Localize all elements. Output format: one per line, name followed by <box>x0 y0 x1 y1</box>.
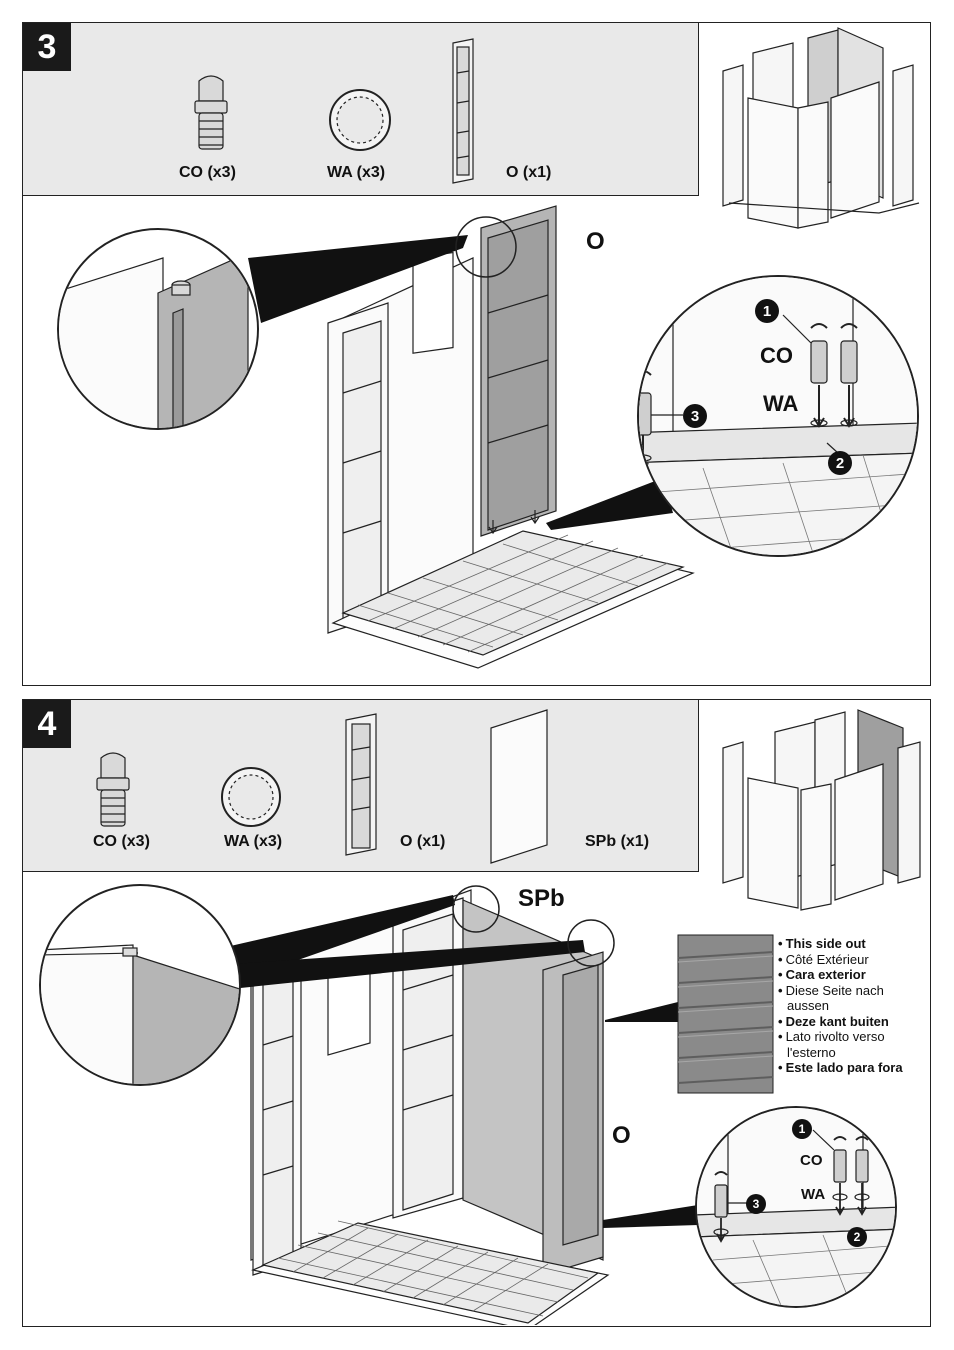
detail-label-co: CO <box>800 1152 823 1169</box>
part-label-o: O (x1) <box>506 164 552 181</box>
orientation-notes: •This side out •Côté Extérieur •Cara ext… <box>778 936 928 1076</box>
detail-label-wa: WA <box>801 1186 826 1203</box>
detail-step-badge-3: 3 <box>683 404 707 428</box>
exterior-texture-swatch <box>605 934 774 1094</box>
detail-label-co: CO <box>760 343 793 368</box>
part-label-o: O (x1) <box>400 833 446 850</box>
note-item: •Lato rivolto verso l'esterno <box>778 1029 885 1060</box>
note-item: •Diese Seite nach aussen <box>778 982 884 1014</box>
shed-assembly <box>327 205 695 669</box>
callout-o: O <box>586 228 605 255</box>
part-label-co: CO (x3) <box>93 833 150 850</box>
overview-thumbnail <box>722 709 921 911</box>
detail-step-badge-1: 1 <box>792 1119 812 1139</box>
detail-step-badge-2: 2 <box>828 451 852 475</box>
note-item: •Cara exterior <box>778 967 866 982</box>
detail-step-badge-1: 1 <box>755 299 779 323</box>
part-label-wa: WA (x3) <box>224 833 283 850</box>
note-item: •This side out <box>778 936 866 951</box>
co-connector-icon <box>96 752 130 827</box>
step-4-panel: 4 <box>22 699 931 1327</box>
detail-label-wa: WA <box>763 391 799 416</box>
shed-assembly <box>250 889 610 1325</box>
step-4-illustration <box>39 709 921 1325</box>
connector-zoom-detail <box>546 275 919 557</box>
step-3-illustration <box>57 27 920 669</box>
o-panel-icon <box>452 38 474 184</box>
part-label-spb: SPb (x1) <box>585 833 650 850</box>
step-3-panel: 3 <box>22 22 931 686</box>
part-label-wa: WA (x3) <box>327 164 386 181</box>
spb-panel-icon <box>490 709 548 864</box>
detail-step-badge-2: 2 <box>847 1227 867 1247</box>
co-connector-icon <box>194 75 228 150</box>
callout-o: O <box>612 1122 631 1149</box>
step-number-badge: 4 <box>23 700 71 748</box>
corner-zoom-detail <box>39 884 615 1086</box>
note-item: •Deze kant buiten <box>778 1013 889 1029</box>
overview-thumbnail <box>722 27 920 229</box>
part-label-co: CO (x3) <box>179 164 236 181</box>
wa-washer-icon <box>329 89 391 151</box>
detail-step-badge-3: 3 <box>746 1194 766 1214</box>
step-number-badge: 3 <box>23 23 71 71</box>
o-panel-icon <box>345 713 377 856</box>
callout-spb: SPb <box>518 885 565 912</box>
wa-washer-icon <box>221 767 281 827</box>
note-item: •Côté Extérieur <box>778 951 869 967</box>
note-item: •Este lado para fora <box>778 1060 903 1075</box>
